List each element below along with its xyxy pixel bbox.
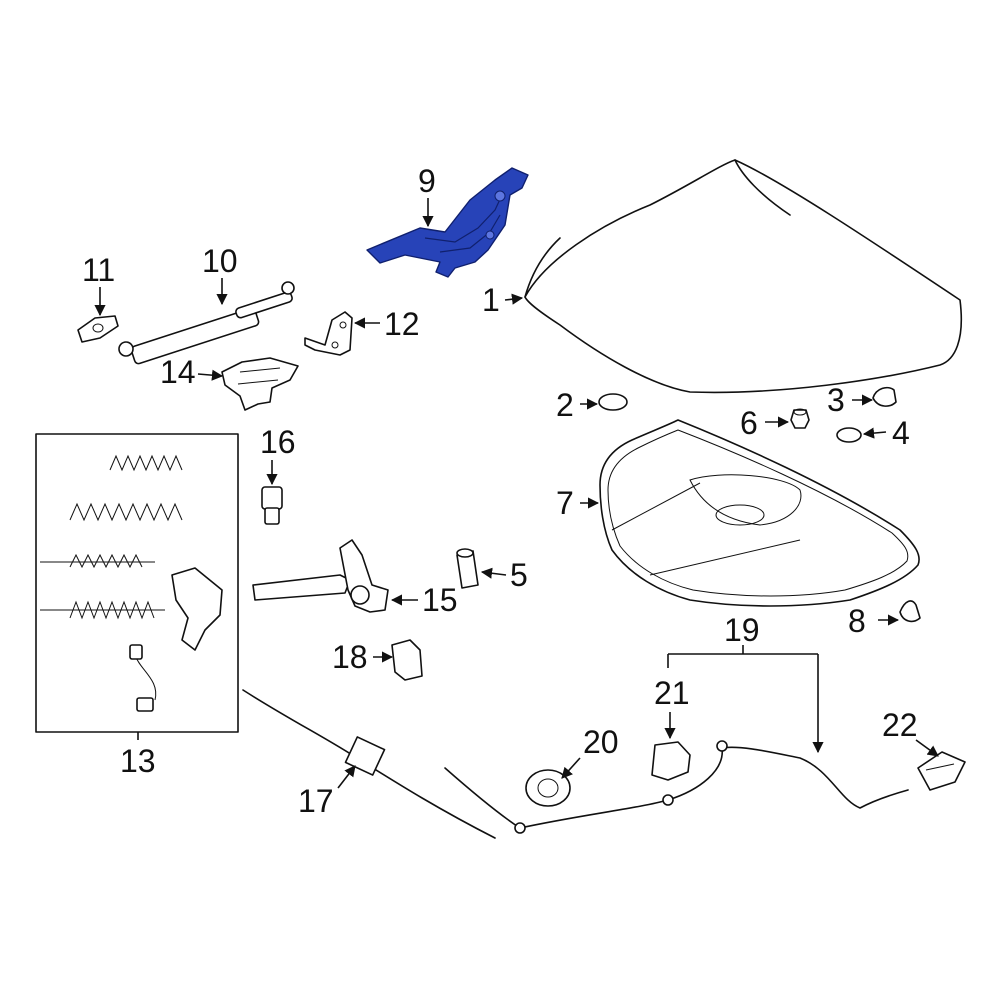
callout-14: 14 <box>160 354 196 390</box>
callout-4: 4 <box>892 415 910 451</box>
callout-13: 13 <box>120 743 156 779</box>
callout-17: 17 <box>298 783 334 819</box>
hood-latch[interactable] <box>252 539 389 613</box>
strut-mount-bracket[interactable] <box>77 315 119 343</box>
callout-7: 7 <box>556 485 574 521</box>
callout-12: 12 <box>384 306 420 342</box>
hood-insulator[interactable] <box>599 419 920 607</box>
hood-bumper[interactable] <box>899 600 921 623</box>
callout-2: 2 <box>556 387 574 423</box>
hood-switch[interactable] <box>261 486 283 525</box>
leader-lines <box>94 198 939 789</box>
callout-11: 11 <box>82 252 115 288</box>
hinge-mount-plate[interactable] <box>221 357 299 411</box>
callout-20: 20 <box>583 724 619 760</box>
callout-22: 22 <box>882 707 918 743</box>
callout-3: 3 <box>827 382 845 418</box>
release-handle[interactable] <box>917 751 966 791</box>
hood-hinge[interactable] <box>366 167 529 278</box>
hood-cushion[interactable] <box>456 548 479 589</box>
callout-19: 19 <box>724 612 760 648</box>
cable-grommet[interactable] <box>525 769 571 807</box>
callout-15: 15 <box>422 582 458 618</box>
cable-retainer[interactable] <box>391 639 423 681</box>
seal-grommet[interactable] <box>598 393 628 411</box>
latch-kit-box[interactable] <box>35 433 239 733</box>
callout-10: 10 <box>202 243 238 279</box>
release-cable[interactable] <box>242 689 496 839</box>
callout-8: 8 <box>848 603 866 639</box>
hood-panel[interactable] <box>524 159 963 394</box>
callout-1: 1 <box>482 282 500 318</box>
callout-21: 21 <box>654 675 690 711</box>
release-cable-main[interactable] <box>444 740 909 834</box>
cushion-clip[interactable] <box>790 408 810 429</box>
callout-6: 6 <box>740 405 758 441</box>
lift-support-strut[interactable] <box>118 281 295 365</box>
hinge-bracket[interactable] <box>304 311 353 356</box>
callout-16: 16 <box>260 424 296 460</box>
callout-18: 18 <box>332 639 368 675</box>
bumper-stop[interactable] <box>872 386 897 407</box>
cable-clip[interactable] <box>651 741 691 781</box>
callout-labels: 1 2 3 4 5 6 7 8 9 10 11 12 13 14 15 16 1… <box>82 163 918 819</box>
callout-9: 9 <box>418 163 436 199</box>
washer-seal[interactable] <box>836 427 862 443</box>
callout-5: 5 <box>510 557 528 593</box>
